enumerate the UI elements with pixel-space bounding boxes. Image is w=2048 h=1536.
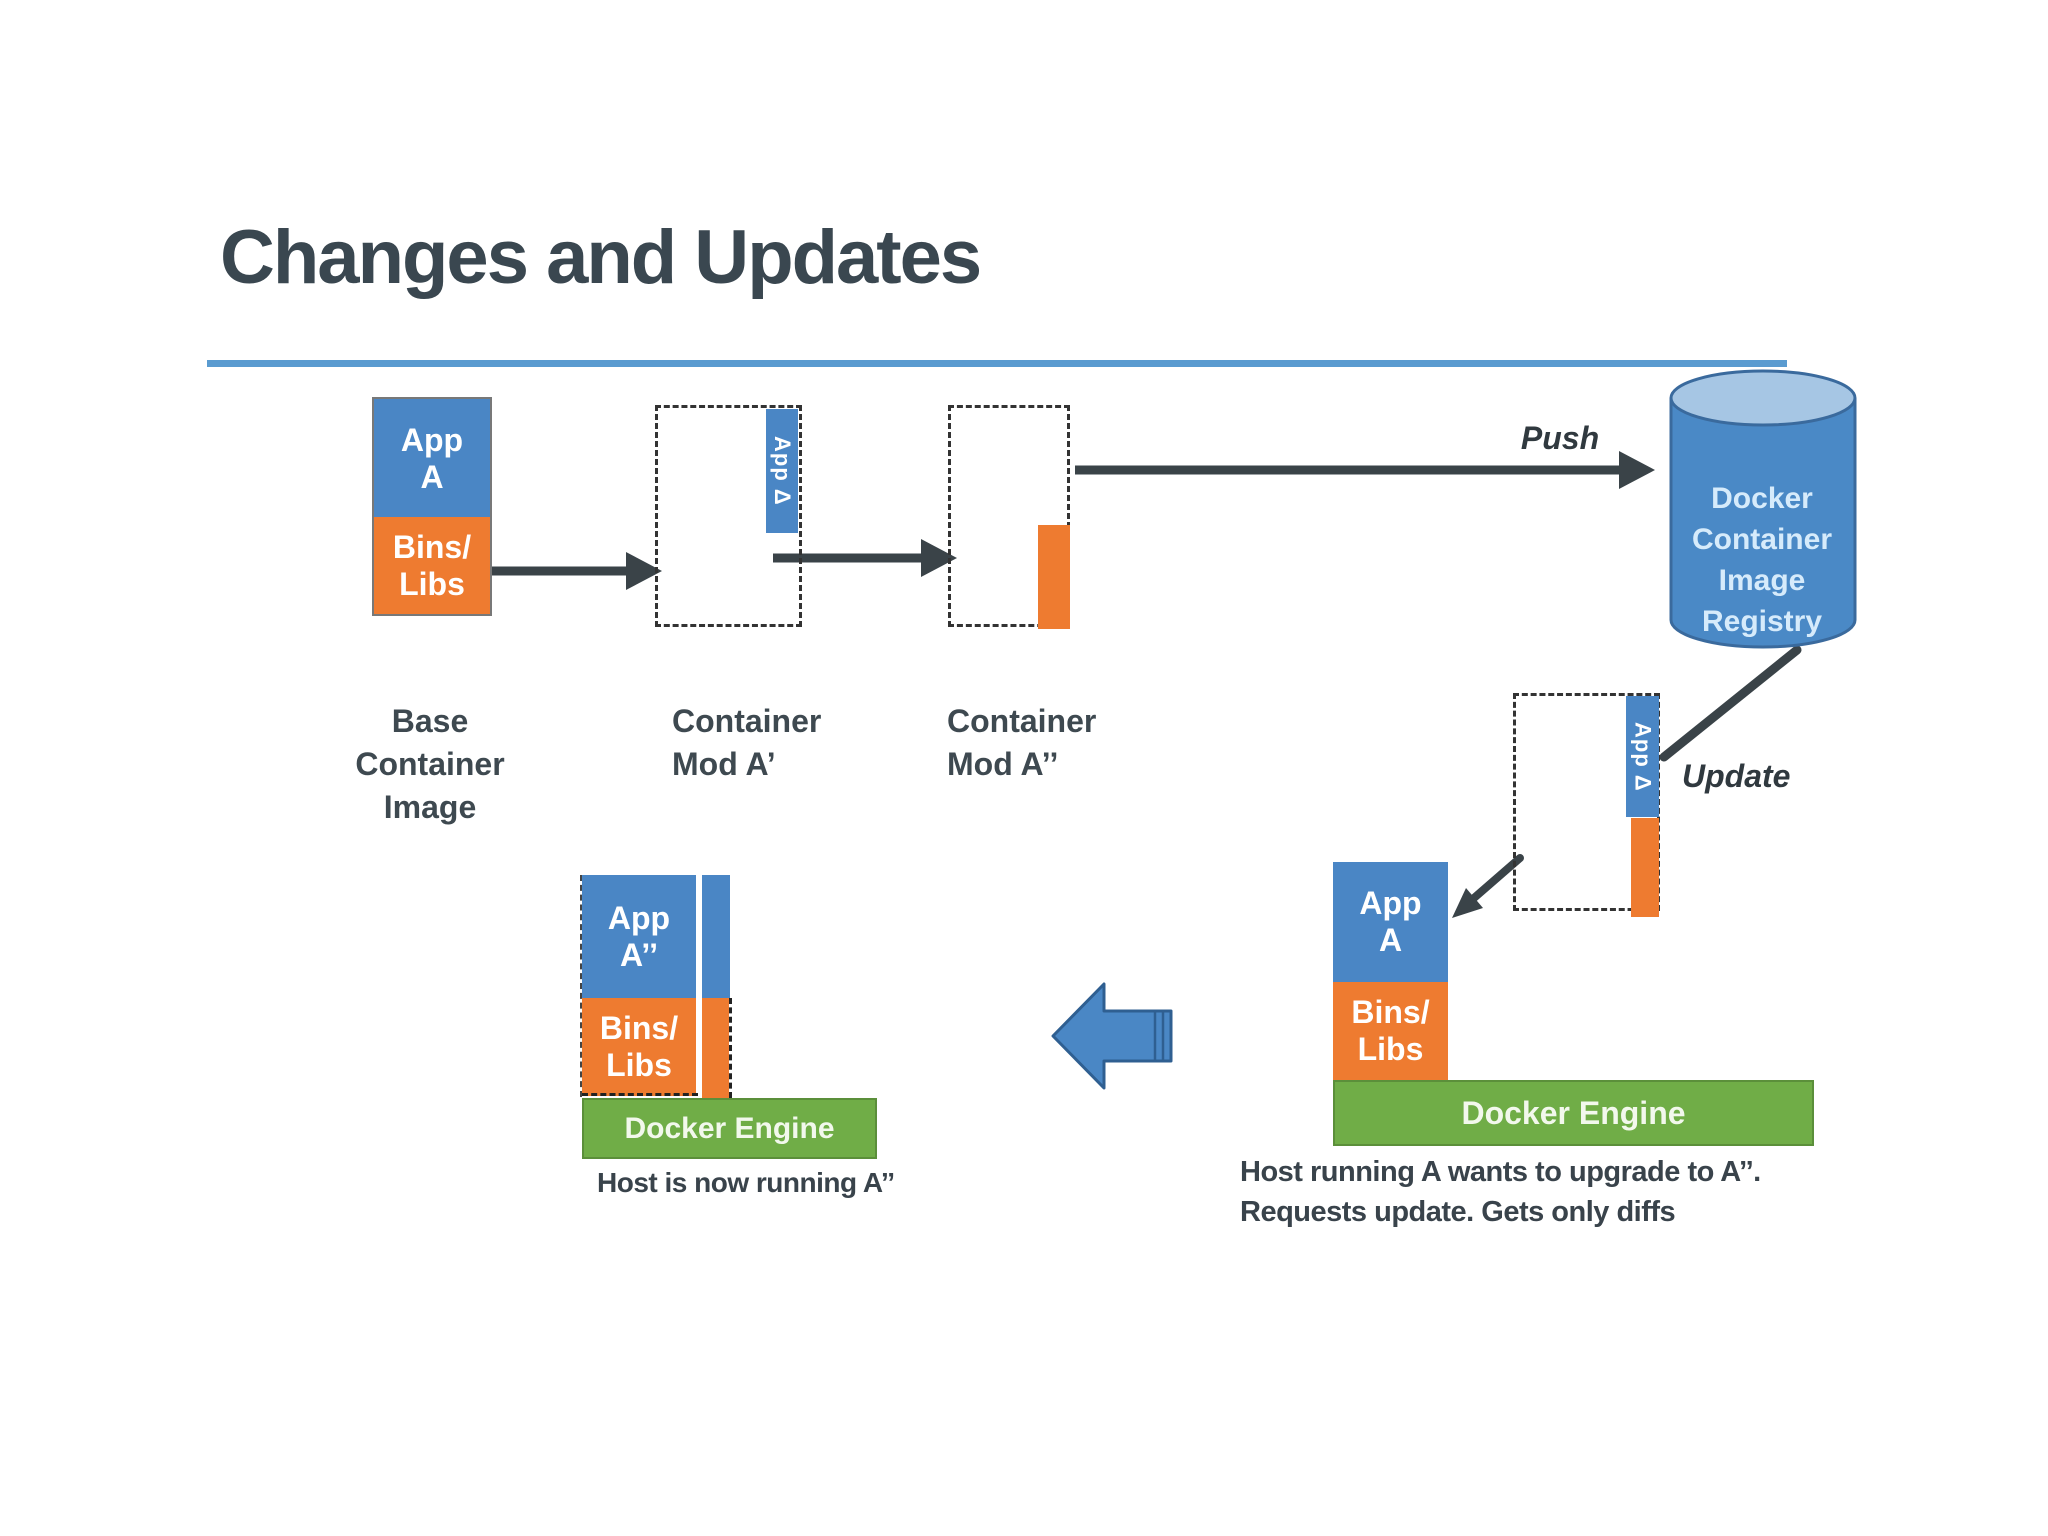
base-caption: Base Container Image bbox=[355, 703, 505, 825]
modA2-caption: Container Mod A’’ bbox=[947, 703, 1097, 782]
host-left-dash-left bbox=[580, 875, 582, 1097]
page-title: Changes and Updates bbox=[220, 215, 982, 300]
base-bins-box: Bins/ Libs bbox=[372, 517, 492, 616]
host-left-bins-box: Bins/ Libs bbox=[582, 998, 696, 1096]
host-left-dash-strip-edge bbox=[729, 998, 732, 1098]
update-orange-strip bbox=[1631, 818, 1659, 917]
host-right-app-label: App A bbox=[1359, 885, 1422, 958]
host-left-bins-label: Bins/ Libs bbox=[599, 1010, 679, 1083]
host-left-layer-divider bbox=[696, 875, 702, 1098]
host-right-bins-box: Bins/ Libs bbox=[1333, 982, 1448, 1080]
host-right-caption: Host running A wants to upgrade to A’’. … bbox=[1240, 1156, 1761, 1228]
host-left-caption: Host is now running A’’ bbox=[597, 1167, 895, 1198]
modA1-caption: Container Mod A’ bbox=[672, 703, 822, 782]
host-left-app-labelwrap: App A’’ bbox=[582, 875, 696, 998]
base-app-label: App A bbox=[400, 422, 464, 495]
update-appdelta-strip: App Δ bbox=[1626, 696, 1659, 817]
registry-label: Docker Container Image Registry bbox=[1691, 482, 1832, 638]
host-left-app-box bbox=[582, 875, 730, 998]
modA2-dashed-box bbox=[948, 405, 1070, 627]
arrow-base-to-modA1 bbox=[488, 552, 662, 590]
host-left-engine-bar: Docker Engine bbox=[582, 1098, 877, 1159]
host-left-app-label: App A’’ bbox=[607, 899, 671, 973]
host-left-dash-bottom bbox=[582, 1093, 698, 1096]
title-underline bbox=[207, 360, 1787, 367]
modA1-appdelta-strip: App Δ bbox=[766, 409, 798, 533]
host-right-bins-label: Bins/ Libs bbox=[1351, 994, 1430, 1067]
host-right-app-box: App A bbox=[1333, 862, 1448, 982]
host-left-diff-strip bbox=[702, 998, 729, 1098]
big-left-arrow bbox=[1051, 982, 1173, 1090]
host-right-engine-label: Docker Engine bbox=[1461, 1094, 1686, 1131]
update-line bbox=[1659, 645, 1802, 762]
modA2-orange-strip bbox=[1038, 525, 1070, 629]
push-label: Push bbox=[1520, 420, 1600, 456]
host-right-engine-bar: Docker Engine bbox=[1333, 1080, 1814, 1146]
arrow-update-to-host bbox=[1452, 854, 1524, 918]
host-left-engine-label: Docker Engine bbox=[624, 1111, 835, 1145]
base-bins-label: Bins/ Libs bbox=[392, 528, 472, 602]
modA1-dashed-box bbox=[655, 405, 802, 627]
update-label: Update bbox=[1682, 758, 1791, 794]
base-app-box: App A bbox=[372, 397, 492, 521]
